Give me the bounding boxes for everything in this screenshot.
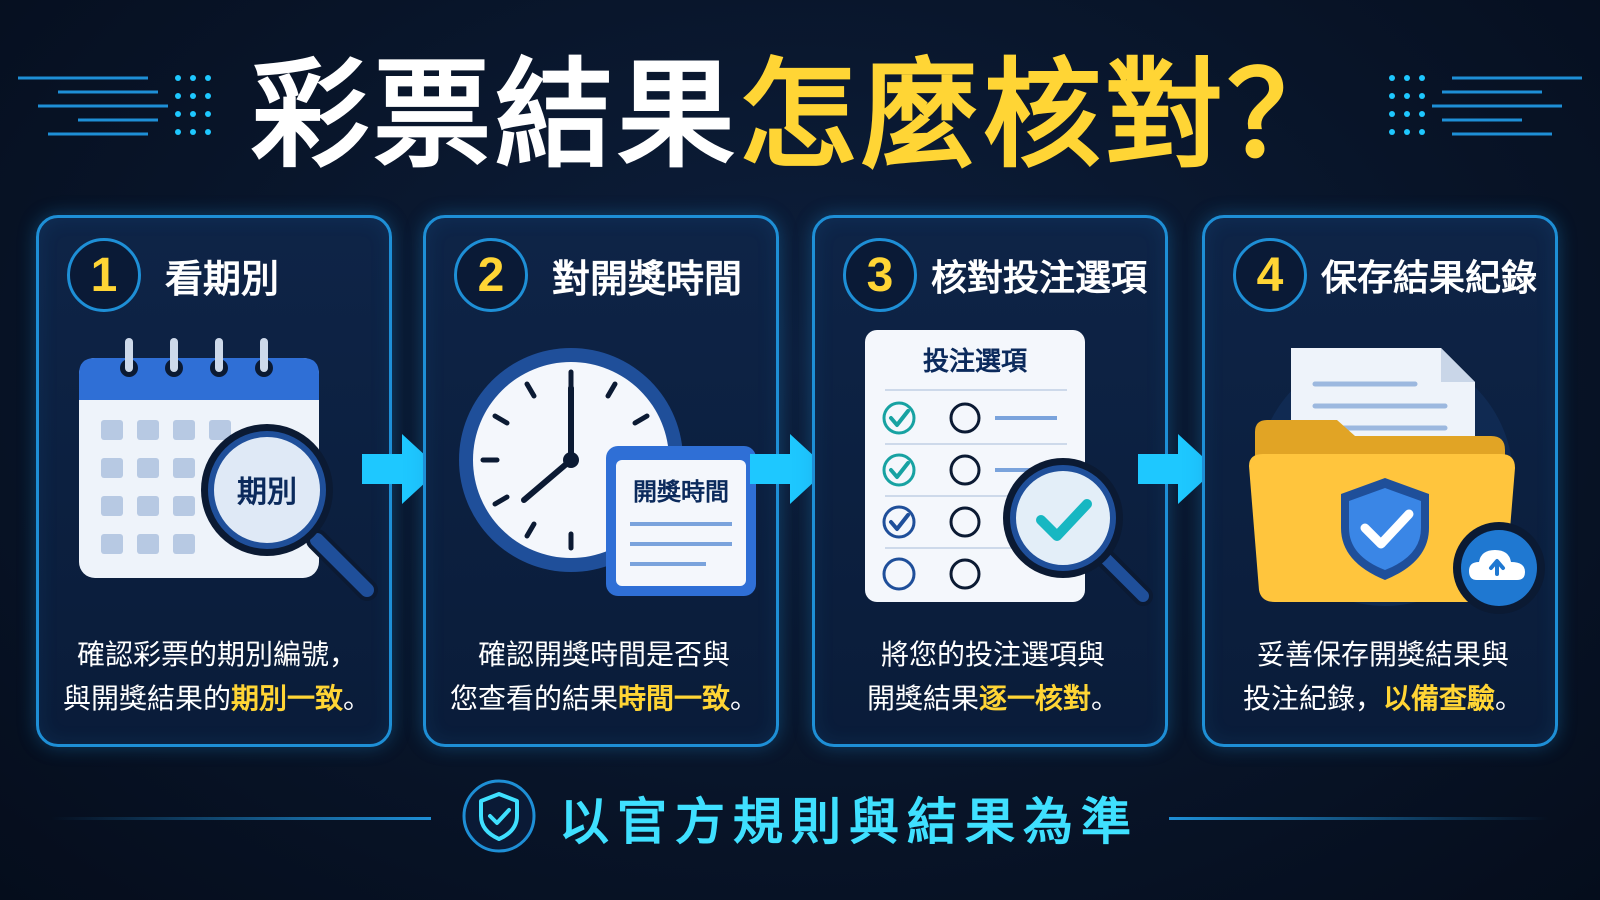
calendar-magnifier-label: 期別: [237, 475, 297, 510]
arrow-right-icon: [1138, 432, 1218, 510]
step-description: 確認開獎時間是否與 您查看的結果時間一致。: [449, 638, 759, 715]
page-title: 彩票結果怎麼核對？: [0, 40, 1600, 190]
step-number-badge: 1: [67, 238, 141, 312]
step-title: 核對投注選項: [931, 258, 1148, 299]
footer-divider-left: [51, 816, 431, 820]
step-description: 確認彩票的期別編號， 與開獎結果的期別一致。: [62, 638, 372, 715]
arrow-right-icon: [750, 432, 830, 510]
title-decoration-left: [18, 72, 218, 146]
clock-icon: 開獎時間: [436, 328, 772, 838]
folder-shield-icon: [1215, 328, 1551, 838]
title-part-yellow: 怎麼核對？: [739, 46, 1350, 184]
step-card-2: 2 對開獎時間 開獎時間 確認開獎時間是否與 您查看的結果時間: [423, 215, 779, 747]
step-card-1: 1 看期別 期別 確: [36, 215, 392, 747]
step-title: 看期別: [165, 256, 280, 301]
step-number-badge: 3: [843, 238, 917, 312]
step-title: 保存結果紀錄: [1321, 258, 1538, 299]
title-decoration-right: [1382, 72, 1582, 146]
checklist-title: 投注選項: [923, 346, 1028, 377]
step-card-3: 3 核對投注選項 投注選項: [812, 215, 1168, 747]
shield-check-icon: [461, 778, 537, 858]
step-number-badge: 4: [1233, 238, 1307, 312]
arrow-right-icon: [362, 432, 442, 510]
step-description: 將您的投注選項與 開獎結果逐一核對。: [866, 638, 1120, 715]
step-number-badge: 2: [454, 238, 528, 312]
checklist-icon: 投注選項: [825, 328, 1161, 838]
step-title: 對開獎時間: [552, 256, 743, 301]
footer-text: 以官方規則與結果為準: [559, 793, 1139, 851]
clock-card-label: 開獎時間: [633, 478, 729, 506]
title-part-white: 彩票結果: [250, 46, 739, 184]
step-description: 妥善保存開獎結果與 投注紀錄，以備查驗。: [1242, 638, 1524, 715]
calendar-icon: 期別: [49, 328, 385, 838]
step-card-4: 4 保存結果紀錄 妥善保存開獎結果與 投注紀錄，以備查驗。: [1202, 215, 1558, 747]
footer-divider-right: [1169, 816, 1549, 820]
footer-banner: 以官方規則與結果為準: [0, 768, 1600, 868]
